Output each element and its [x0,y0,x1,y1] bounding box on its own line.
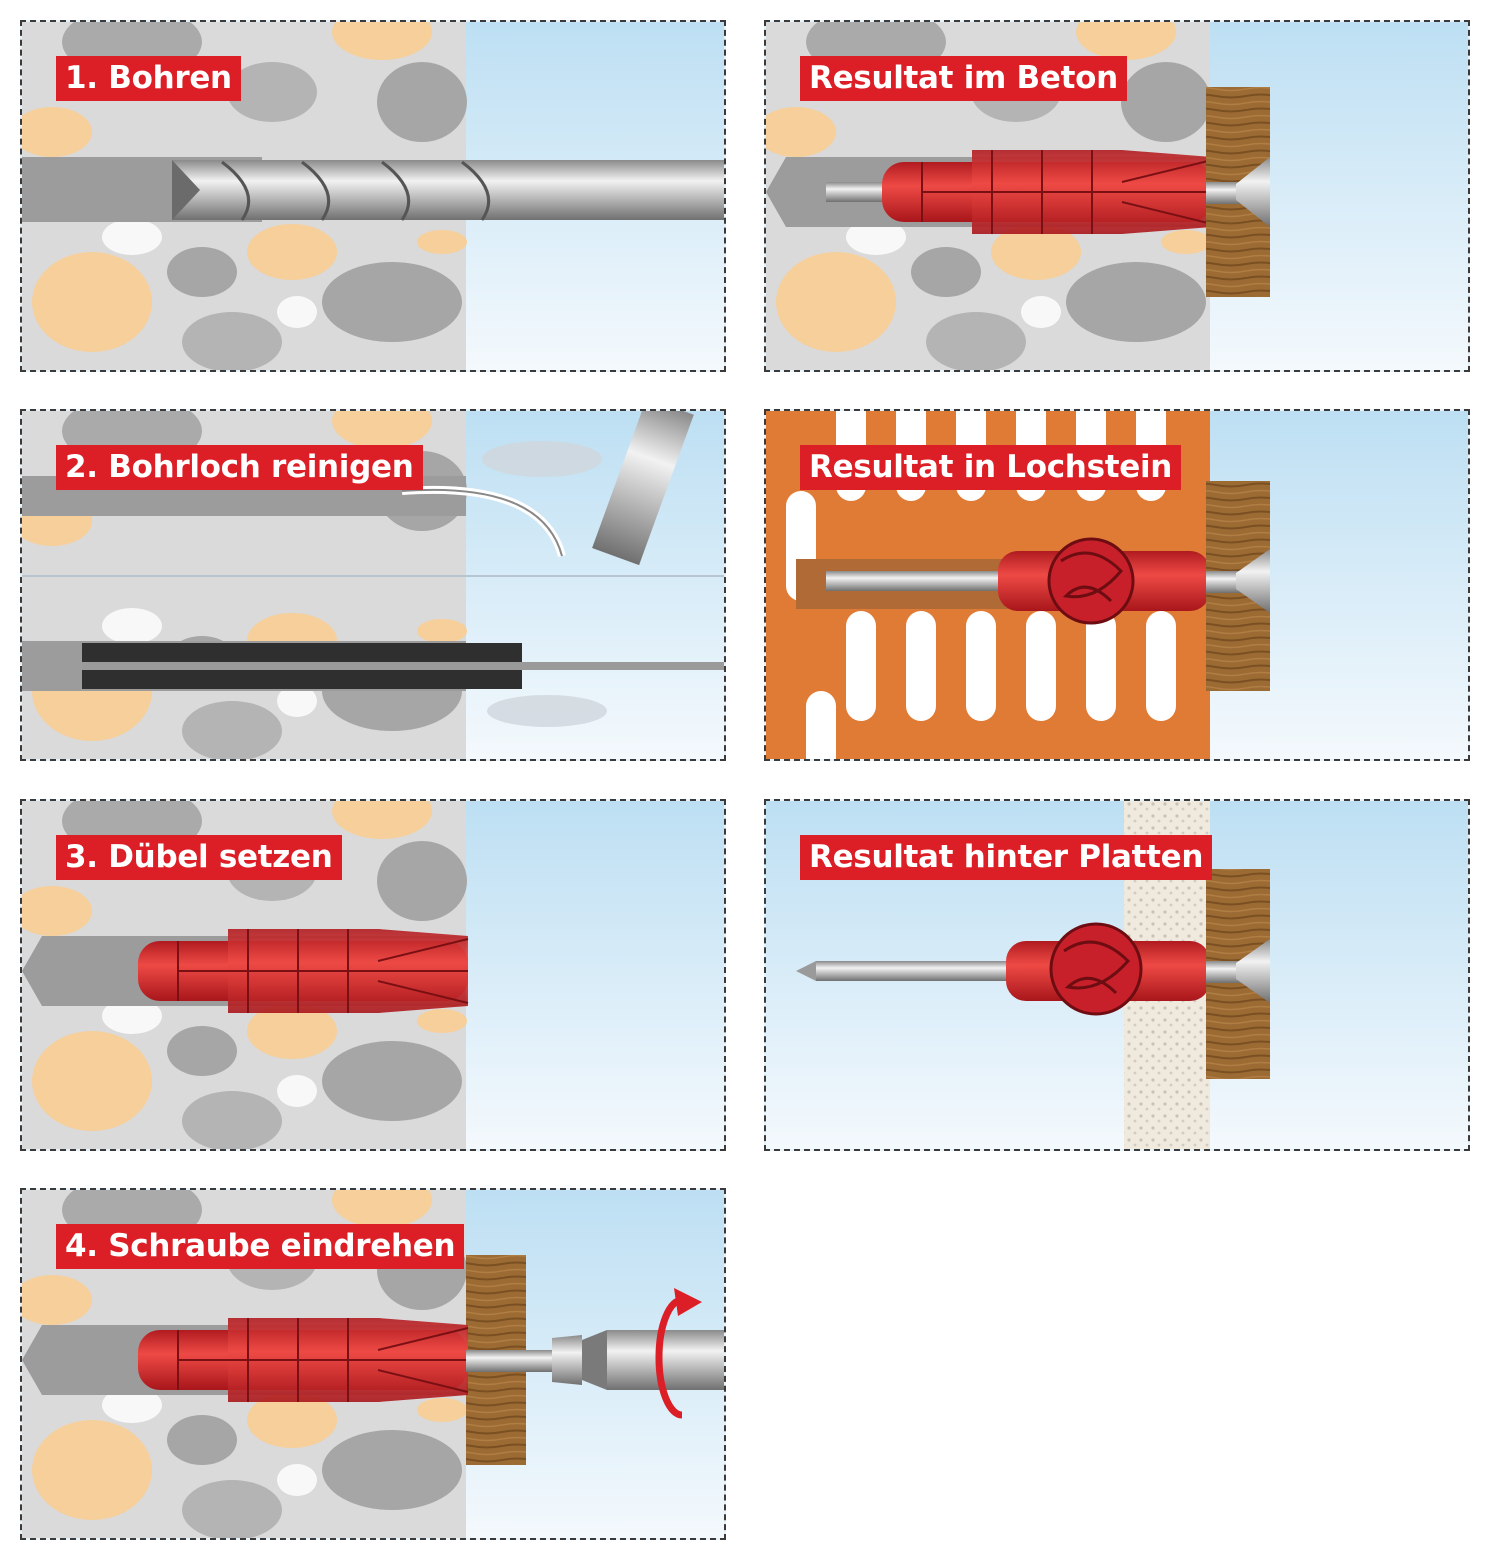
result-concrete-label: Resultat im Beton [800,56,1127,101]
screw-head [552,1335,582,1385]
result-concrete-illustration [766,22,1468,370]
result-brick-panel: Resultat in Lochstein [764,409,1470,761]
set-dowel-illustration [22,801,724,1149]
dowel [137,1317,469,1403]
step-1-drill-panel: 1. Bohren [20,20,726,372]
result-concrete-panel: Resultat im Beton [764,20,1470,372]
drive-screw-illustration [22,1190,724,1538]
screwdriver [607,1330,724,1390]
drill-bit [172,160,724,220]
step-4-label: 4. Schraube eindrehen [56,1224,465,1269]
rotate-arrow-icon [655,1296,683,1419]
cleaning-illustration [22,411,724,759]
blow-pump [592,411,694,566]
expanded-dowel [881,149,1213,235]
result-board-label: Resultat hinter Platten [800,835,1213,880]
result-brick-label: Resultat in Lochstein [800,445,1182,490]
step-2-clean-panel: 2. Bohrloch reinigen [20,409,726,761]
drill-illustration [22,22,724,370]
step-1-label: 1. Bohren [56,56,241,101]
result-board-panel: Resultat hinter Platten [764,799,1470,1151]
step-3-set-dowel-panel: 3. Dübel setzen [20,799,726,1151]
step-2-label: 2. Bohrloch reinigen [56,445,423,490]
step-3-label: 3. Dübel setzen [56,835,342,880]
dowel [137,928,469,1014]
step-4-drive-screw-panel: 4. Schraube eindrehen [20,1188,726,1540]
